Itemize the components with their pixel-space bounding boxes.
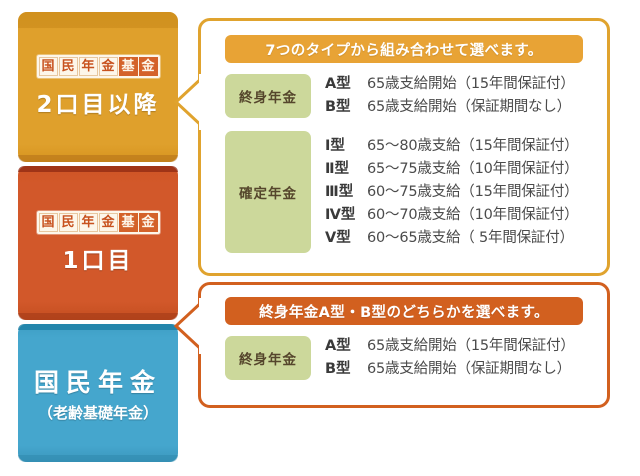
- group-chip: 確定年金: [225, 131, 311, 253]
- plan-type: A型: [325, 76, 351, 92]
- tag-char: 民: [58, 57, 78, 76]
- group-chip: 終身年金: [225, 336, 311, 380]
- list-item: B型 65歳支給開始（保証期間なし）: [325, 96, 575, 119]
- block-title: 2口目以降: [36, 92, 160, 118]
- plan-type: B型: [325, 99, 351, 115]
- plan-type: Ⅳ型: [325, 206, 356, 223]
- callout-bottom: 終身年金A型・B型のどちらかを選べます。 終身年金 A型 65歳支給開始（15年…: [173, 282, 610, 408]
- tag-char: 金: [98, 57, 118, 76]
- plan-desc: 65歳支給開始（15年間保証付）: [367, 338, 575, 354]
- block-title: 1口目: [62, 248, 134, 274]
- tag-char: 民: [58, 213, 78, 232]
- plan-type: Ⅴ型: [325, 229, 351, 246]
- plan-desc: 65〜80歳支給（15年間保証付）: [367, 137, 579, 154]
- plan-desc: 60〜65歳支給（ 5年間保証付）: [367, 229, 574, 246]
- tag-char: 金: [98, 213, 118, 232]
- plan-desc: 60〜75歳支給（15年間保証付）: [367, 183, 579, 200]
- callout-top-banner: 7つのタイプから組み合わせて選べます。: [225, 35, 583, 63]
- list-item: Ⅰ型 65〜80歳支給（15年間保証付）: [325, 135, 579, 158]
- plan-type: Ⅰ型: [325, 137, 345, 154]
- tag-char: 基: [118, 213, 138, 232]
- list-item: Ⅱ型 65〜75歳支給（10年間保証付）: [325, 158, 579, 181]
- callout-top: 7つのタイプから組み合わせて選べます。 終身年金 A型 65歳支給開始（15年間…: [173, 18, 610, 276]
- block-bottom-shade: [18, 455, 178, 462]
- tag-char: 国: [38, 213, 58, 232]
- plan-desc: 65歳支給開始（保証期間なし）: [367, 99, 571, 115]
- list-item: Ⅲ型 60〜75歳支給（15年間保証付）: [325, 181, 579, 204]
- group-shushin-nenkin-bottom: 終身年金 A型 65歳支給開始（15年間保証付） B型 65歳支給開始（保証期間…: [225, 335, 575, 381]
- group-lines: Ⅰ型 65〜80歳支給（15年間保証付） Ⅱ型 65〜75歳支給（10年間保証付…: [325, 135, 579, 250]
- tag-char: 国: [38, 57, 58, 76]
- group-chip: 終身年金: [225, 74, 311, 118]
- tag-char: 金: [138, 213, 158, 232]
- block-top-face: [18, 12, 178, 28]
- pension-block-tier2: 国 民 年 金 基 金 1口目: [18, 166, 178, 320]
- block-bottom-shade: [18, 313, 178, 320]
- plan-type: Ⅱ型: [325, 160, 350, 177]
- pension-block-tier1: 国民年金 （老齢基礎年金）: [18, 324, 178, 462]
- plan-desc: 65歳支給開始（15年間保証付）: [367, 76, 575, 92]
- group-kakutei-nenkin: 確定年金 Ⅰ型 65〜80歳支給（15年間保証付） Ⅱ型 65〜75歳支給（10…: [225, 131, 579, 253]
- list-item: Ⅳ型 60〜70歳支給（10年間保証付）: [325, 204, 579, 227]
- callout-bottom-banner: 終身年金A型・B型のどちらかを選べます。: [225, 297, 583, 325]
- plan-type: Ⅲ型: [325, 183, 354, 200]
- kokumin-nenkin-kikin-tag: 国 民 年 金 基 金: [36, 55, 160, 78]
- list-item: B型 65歳支給開始（保証期間なし）: [325, 358, 575, 381]
- block-subtitle: （老齢基礎年金）: [37, 404, 158, 422]
- group-shushin-nenkin-top: 終身年金 A型 65歳支給開始（15年間保証付） B型 65歳支給開始（保証期間…: [225, 73, 575, 119]
- block-top-face: [18, 166, 178, 172]
- group-lines: A型 65歳支給開始（15年間保証付） B型 65歳支給開始（保証期間なし）: [325, 73, 575, 119]
- plan-desc: 65〜75歳支給（10年間保証付）: [367, 160, 579, 177]
- kokumin-nenkin-kikin-tag: 国 民 年 金 基 金: [36, 211, 160, 234]
- list-item: Ⅴ型 60〜65歳支給（ 5年間保証付）: [325, 227, 578, 250]
- list-item: A型 65歳支給開始（15年間保証付）: [325, 73, 575, 96]
- block-bottom-shade: [18, 155, 178, 162]
- block-title: 国民年金: [33, 368, 162, 397]
- tag-char: 年: [78, 57, 98, 76]
- plan-type: B型: [325, 361, 351, 377]
- pension-block-tier3: 国 民 年 金 基 金 2口目以降: [18, 12, 178, 162]
- plan-desc: 65歳支給開始（保証期間なし）: [367, 361, 571, 377]
- plan-desc: 60〜70歳支給（10年間保証付）: [367, 206, 579, 223]
- group-lines: A型 65歳支給開始（15年間保証付） B型 65歳支給開始（保証期間なし）: [325, 335, 575, 381]
- tag-char: 基: [118, 57, 138, 76]
- plan-type: A型: [325, 338, 351, 354]
- list-item: A型 65歳支給開始（15年間保証付）: [325, 335, 575, 358]
- tag-char: 金: [138, 57, 158, 76]
- tag-char: 年: [78, 213, 98, 232]
- block-top-face: [18, 324, 178, 330]
